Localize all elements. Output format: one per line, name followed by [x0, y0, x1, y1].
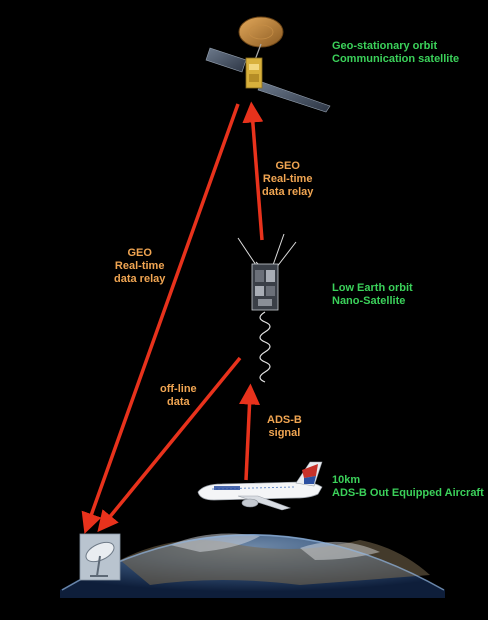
ground-station-dish: [80, 534, 120, 580]
aircraft-label-line-1: 10km: [332, 474, 484, 487]
relay-label-right-line-1: GEO: [262, 160, 313, 173]
arrow-geo-relay-up: [252, 112, 262, 240]
offline-data-label-line-1: off-line: [160, 383, 197, 396]
relay-label-left: GEO Real-time data relay: [114, 247, 165, 286]
adsb-signal-label: ADS-B signal: [267, 414, 302, 440]
leo-nano-satellite: [238, 234, 296, 382]
adsb-signal-label-line-1: ADS-B: [267, 414, 302, 427]
aircraft-label: 10km ADS-B Out Equipped Aircraft: [332, 474, 484, 500]
relay-label-right-line-3: data relay: [262, 186, 313, 199]
aircraft: [198, 462, 322, 510]
leo-satellite-label-line-1: Low Earth orbit: [332, 282, 413, 295]
geo-satellite-label-line-2: Communication satellite: [332, 53, 459, 66]
geo-satellite-label: Geo-stationary orbit Communication satel…: [332, 40, 459, 66]
offline-data-label: off-line data: [160, 383, 197, 409]
relay-label-left-line-1: GEO: [114, 247, 165, 260]
arrow-geo-relay-down: [88, 104, 238, 524]
relay-label-right-line-2: Real-time: [262, 173, 313, 186]
geo-satellite-label-line-1: Geo-stationary orbit: [332, 40, 459, 53]
arrow-adsb-signal: [246, 394, 250, 480]
geo-satellite: [206, 17, 330, 112]
leo-satellite-label-line-2: Nano-Satellite: [332, 295, 413, 308]
aircraft-label-line-2: ADS-B Out Equipped Aircraft: [332, 487, 484, 500]
relay-label-right: GEO Real-time data relay: [262, 160, 313, 199]
arrows: [88, 104, 262, 524]
leo-satellite-label: Low Earth orbit Nano-Satellite: [332, 282, 413, 308]
offline-data-label-line-2: data: [160, 396, 197, 409]
adsb-signal-label-line-2: signal: [267, 427, 302, 440]
relay-label-left-line-3: data relay: [114, 273, 165, 286]
relay-label-left-line-2: Real-time: [114, 260, 165, 273]
